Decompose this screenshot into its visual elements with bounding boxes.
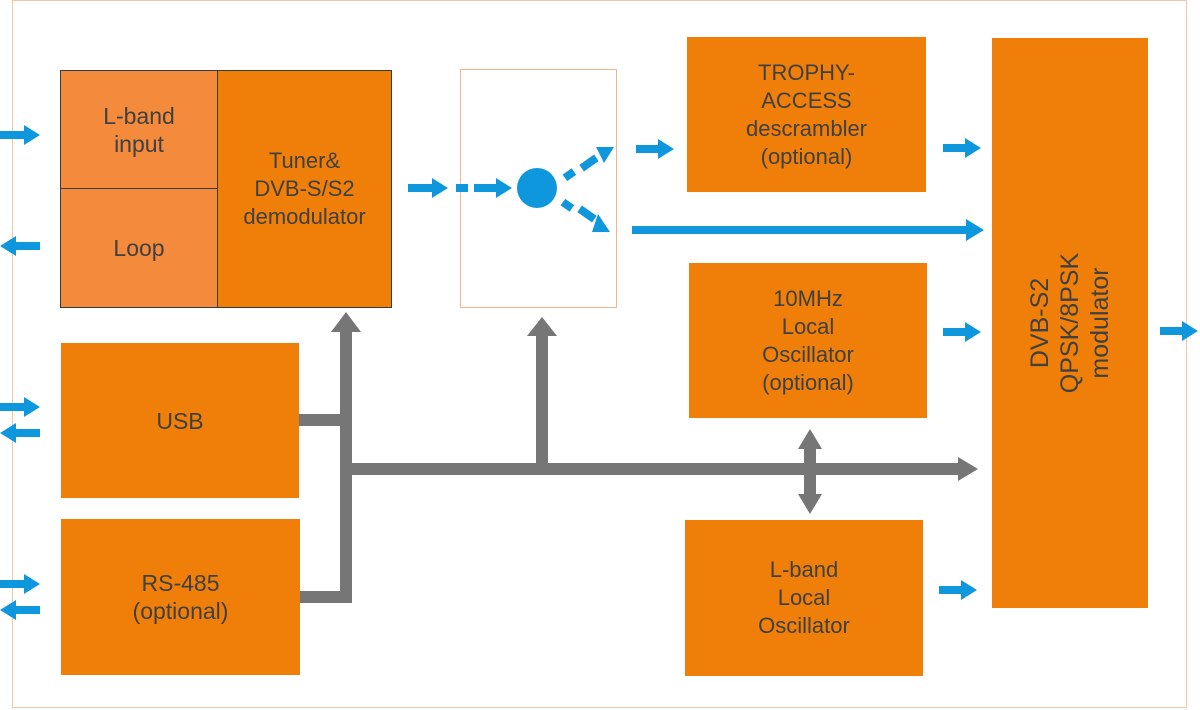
- arrow-lband-osc-to-modulator: [939, 580, 977, 600]
- bus-vertical-oscillators: [804, 445, 816, 496]
- switch-dash-1: [456, 184, 468, 192]
- bus-horizontal-main: [346, 463, 960, 475]
- loop-block: Loop: [60, 188, 218, 308]
- bus-arrow-to-switch: [527, 317, 557, 336]
- bus-rs485-link: [300, 591, 346, 603]
- dvb-s2-modulator-block: DVB-S2 QPSK/8PSK modulator: [992, 38, 1148, 608]
- arrow-descrambler-to-modulator: [943, 138, 981, 158]
- arrow-in-usb: [0, 397, 40, 417]
- bus-arrow-to-10mhz: [798, 429, 822, 449]
- bus-vertical-switch: [536, 334, 548, 469]
- arrow-out-rs485: [0, 600, 40, 620]
- switch-upper-arrow: [579, 147, 614, 172]
- switch-lower-arrow: [577, 205, 610, 232]
- usb-block: USB: [61, 343, 299, 498]
- signal-arrows: [0, 125, 1198, 620]
- arrow-tuner-to-switch: [408, 178, 448, 198]
- 10mhz-local-oscillator-block: 10MHz Local Oscillator (optional): [689, 263, 927, 418]
- lband-local-oscillator-block: L-band Local Oscillator: [685, 520, 923, 676]
- switch-upper-dash: [562, 168, 577, 182]
- tuner-demodulator-block: Tuner& DVB-S/S2 demodulator: [217, 70, 392, 308]
- diagram-frame: [12, 0, 1187, 708]
- bus-arrow-to-lband-osc: [798, 494, 822, 514]
- switch-lower-dash: [560, 198, 575, 212]
- arrow-in-lband: [0, 125, 40, 145]
- arrow-10mhz-to-modulator: [943, 322, 981, 342]
- bus-arrow-to-modulator: [958, 457, 978, 481]
- arrow-switch-to-descrambler: [636, 139, 674, 159]
- switch-node: [517, 168, 557, 208]
- arrow-in-rs485: [0, 574, 40, 594]
- switch-input-arrow: [474, 178, 512, 198]
- arrow-modulator-output: [1160, 321, 1198, 341]
- rs485-block: RS-485 (optional): [61, 519, 300, 675]
- arrow-out-usb: [0, 423, 40, 443]
- control-bus: [299, 312, 978, 603]
- arrow-out-loop: [0, 236, 40, 256]
- arrow-switch-bypass-to-modulator: [632, 219, 984, 241]
- trophy-access-descrambler-block: TROPHY- ACCESS descrambler (optional): [687, 37, 926, 192]
- bus-usb-link: [299, 414, 346, 426]
- bus-arrow-to-tuner: [331, 312, 361, 332]
